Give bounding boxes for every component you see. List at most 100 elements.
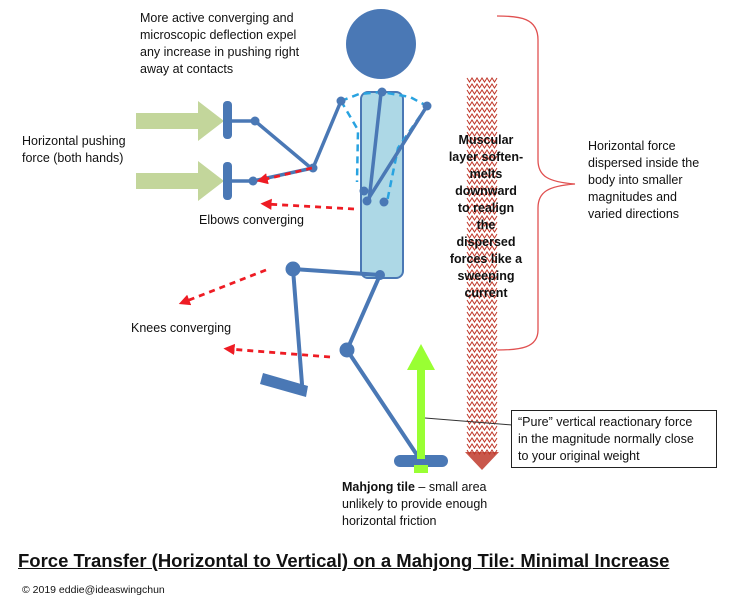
zigzag-row (466, 197, 498, 203)
muscular-line-4: downward (455, 184, 517, 198)
zigzag-row (466, 113, 498, 119)
zigzag-row (466, 407, 498, 413)
upper-hand (223, 101, 232, 139)
elbows-annotation: Elbows converging (199, 213, 304, 227)
muscular-line-3: melts (469, 167, 503, 181)
vertical-force-arrowhead (407, 344, 435, 370)
zigzag-row (466, 443, 498, 449)
zigzag-row (466, 185, 498, 191)
dispersed-line-1: Horizontal force (588, 139, 676, 153)
pushing-force-line-1: Horizontal pushing (22, 134, 126, 148)
zigzag-row (466, 347, 498, 353)
contacts-line-1: More active converging and (140, 11, 294, 25)
zigzag-row (466, 335, 498, 341)
vertical-force-line-3: to your original weight (518, 449, 640, 463)
pushing-force-annotation: Horizontal pushing force (both hands) (22, 133, 126, 167)
tile-label-bold: Mahjong tile (342, 480, 415, 494)
dispersed-line-4: magnitudes and (588, 190, 677, 204)
current-down-arrowhead (465, 452, 499, 470)
tile-line-2: unlikely to provide enough (342, 497, 488, 511)
zigzag-row (466, 173, 498, 179)
callout-leader-line (424, 417, 513, 426)
contacts-annotation: More active converging and microscopic d… (140, 10, 299, 78)
zigzag-row (466, 107, 498, 113)
legs (291, 267, 423, 463)
zigzag-row (466, 137, 498, 143)
lower-hand (223, 162, 232, 200)
zigzag-row (466, 305, 498, 311)
zigzag-row (466, 119, 498, 125)
mahjong-tile (414, 465, 428, 473)
zigzag-row (466, 311, 498, 317)
zigzag-row (466, 287, 498, 293)
right-foot (394, 455, 448, 467)
zigzag-row (466, 227, 498, 233)
mahjong-tile-annotation: Mahjong tile – small area unlikely to pr… (342, 479, 487, 530)
right-knee-joint (339, 342, 355, 358)
zigzag-row (466, 329, 498, 335)
zigzag-row (466, 95, 498, 101)
zigzag-row (466, 149, 498, 155)
zigzag-row (466, 161, 498, 167)
zigzag-row (466, 383, 498, 389)
zigzag-row (466, 251, 498, 257)
contacts-line-3: any increase in pushing right (140, 45, 300, 59)
muscular-line-2: layer soften- (448, 150, 524, 164)
zigzag-row (466, 191, 498, 197)
zigzag-row (466, 293, 498, 299)
zigzag-row (466, 203, 498, 209)
pushing-force-line-2: force (both hands) (22, 151, 124, 165)
zigzag-row (466, 401, 498, 407)
dispersed-line-2: dispersed inside the (588, 156, 700, 170)
muscular-line-1: Muscular (458, 133, 514, 147)
diagram-title: Force Transfer (Horizontal to Vertical) … (18, 550, 670, 571)
zigzag-row (466, 431, 498, 437)
zigzag-row (466, 143, 498, 149)
dispersed-force-arrows (178, 166, 355, 359)
vertical-force-line-2: in the magnitude normally close (518, 432, 694, 446)
vertical-force-arrow-shaft (417, 368, 425, 459)
knees-annotation: Knees converging (131, 321, 232, 335)
tile-label-rest: – small area (414, 480, 487, 494)
muscular-line-9: sweeping (457, 269, 515, 283)
zigzag-row (466, 269, 498, 275)
joints (248, 87, 432, 207)
zigzag-row (466, 371, 498, 377)
copyright-notice: © 2019 eddie@ideaswingchun (22, 584, 165, 596)
left-knee-joint (285, 261, 301, 277)
vertical-force-callout: “Pure” vertical reactionary force in the… (511, 410, 717, 468)
push-arrow-upper (136, 101, 224, 141)
zigzag-row (466, 257, 498, 263)
zigzag-row (466, 77, 498, 83)
zigzag-row (466, 365, 498, 371)
zigzag-row (466, 89, 498, 95)
vertical-force-line-1: “Pure” vertical reactionary force (518, 415, 693, 429)
zigzag-row (466, 281, 498, 287)
arms (227, 91, 429, 203)
zigzag-row (466, 413, 498, 419)
hip-joint (375, 270, 385, 280)
push-arrow-lower (136, 161, 224, 201)
zigzag-row (466, 101, 498, 107)
muscular-annotation: Muscular layer soften- melts downward to… (440, 132, 532, 302)
muscular-line-10: current (464, 286, 508, 300)
zigzag-row (466, 425, 498, 431)
zigzag-row (466, 263, 498, 269)
zigzag-row (466, 209, 498, 215)
zigzag-row (466, 437, 498, 443)
zigzag-row (466, 317, 498, 323)
zigzag-row (466, 353, 498, 359)
tile-line-1: Mahjong tile – small area (342, 479, 487, 496)
zigzag-row (466, 395, 498, 401)
zigzag-row (466, 125, 498, 131)
dispersed-force-brace (496, 15, 576, 351)
muscular-line-7: dispersed (456, 235, 516, 249)
zigzag-row (466, 341, 498, 347)
contacts-line-4: away at contacts (140, 62, 234, 76)
zigzag-row (466, 323, 498, 329)
zigzag-row (466, 299, 498, 305)
zigzag-row (466, 389, 498, 395)
zigzag-row (466, 239, 498, 245)
zigzag-row (466, 245, 498, 251)
